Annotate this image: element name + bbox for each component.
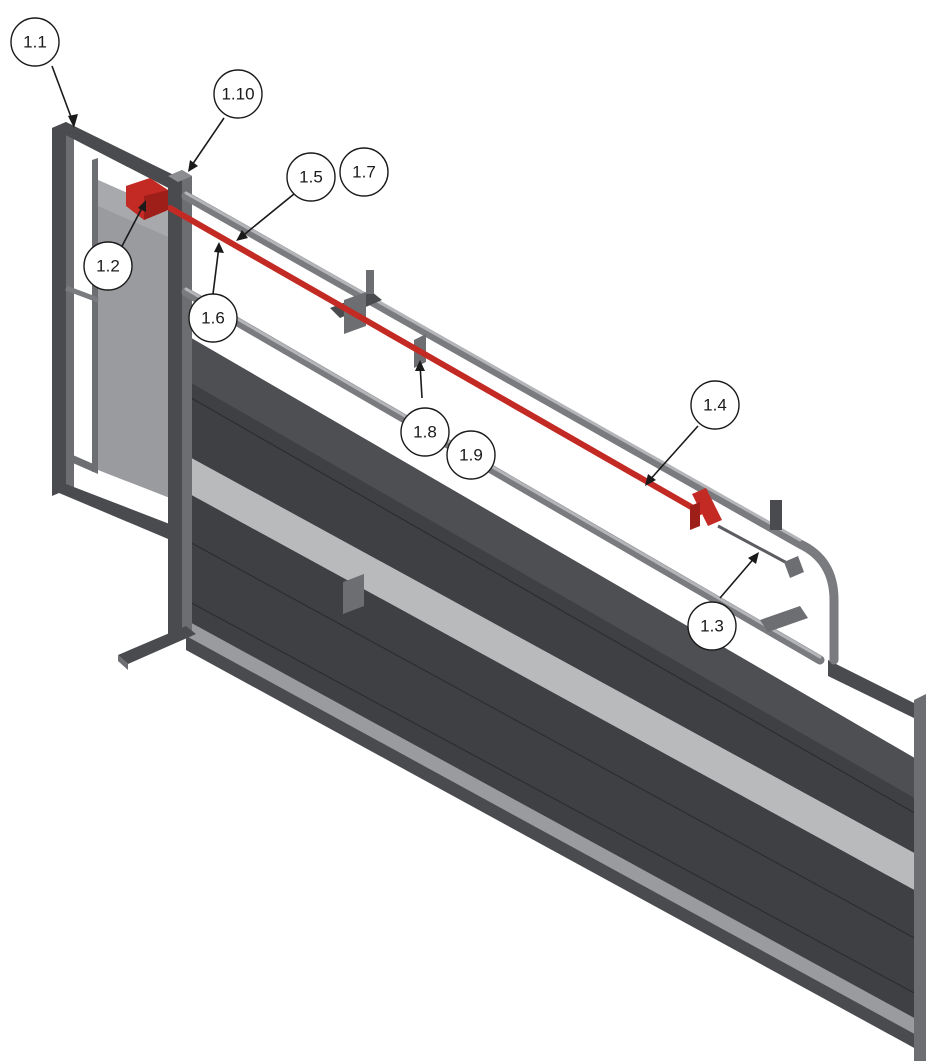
red-rod-mechanism [126, 178, 804, 578]
arrow-1-4 [645, 474, 656, 486]
callout-label: 1.7 [352, 163, 376, 182]
callout-label: 1.3 [700, 617, 724, 636]
callout-1-5: 1.5 [286, 152, 336, 202]
callout-1-4: 1.4 [690, 380, 740, 430]
callout-1-7: 1.7 [339, 147, 389, 197]
leader-lines [51, 65, 759, 599]
leader-1-10 [189, 117, 225, 169]
arrow-1-3 [748, 552, 759, 564]
arrow-1-2 [138, 200, 146, 212]
callout-label: 1.2 [96, 257, 120, 276]
arrow-1-10 [188, 160, 198, 172]
callout-1-3: 1.3 [687, 601, 737, 651]
main-panel [185, 335, 919, 1050]
upper-rails [181, 191, 839, 665]
callout-1-8: 1.8 [400, 407, 450, 457]
callout-1-6: 1.6 [188, 293, 238, 343]
callout-label: 1.5 [299, 168, 323, 187]
arrow-1-1 [68, 114, 78, 128]
front-post [118, 170, 196, 670]
callout-label: 1.10 [221, 85, 254, 104]
leader-1-5 [239, 193, 295, 239]
arrow-1-6 [214, 242, 224, 253]
right-post [828, 660, 926, 1061]
leader-1-6 [212, 245, 220, 295]
callout-label: 1.8 [413, 423, 437, 442]
callout-label: 1.9 [459, 446, 483, 465]
leader-1-1 [51, 65, 75, 126]
rear-frame [52, 122, 180, 544]
callout-1-10: 1.10 [213, 69, 263, 119]
leader-1-3 [719, 555, 757, 599]
callout-1-9: 1.9 [446, 430, 496, 480]
arrow-1-8 [415, 360, 425, 371]
callout-label: 1.1 [23, 33, 47, 52]
callout-1-1: 1.1 [10, 17, 60, 67]
leader-1-2 [119, 203, 145, 251]
leader-1-4 [647, 425, 699, 483]
arrow-1-5 [236, 230, 248, 241]
callout-label: 1.4 [703, 396, 727, 415]
callout-1-2: 1.2 [83, 241, 133, 291]
callout-label: 1.6 [201, 309, 225, 328]
